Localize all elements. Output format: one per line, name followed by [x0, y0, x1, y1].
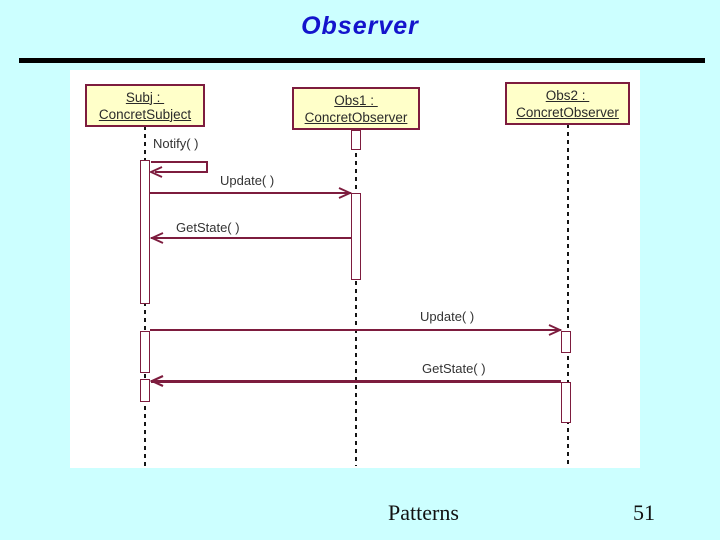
activation-bar-subj-2 [140, 331, 150, 373]
message-label-getstate2: GetState( ) [422, 361, 486, 376]
object-box-subj: Subj : ConcretSubject [85, 84, 205, 127]
activation-bar-obs2-1 [561, 331, 571, 353]
object-class: ConcretObserver [304, 109, 408, 125]
arrowhead-left-icon [150, 374, 164, 388]
object-name: Obs1 : [334, 92, 378, 108]
message-label-update2: Update( ) [420, 309, 475, 324]
object-name: Obs2 : [545, 87, 590, 103]
page-number: 51 [633, 500, 655, 525]
activation-bar-obs2-2 [561, 382, 571, 423]
message-line-update2 [150, 329, 561, 331]
arrowhead-left-icon [150, 232, 164, 244]
page-title: Observer [301, 12, 419, 40]
activation-bar-subj-3 [140, 379, 150, 402]
object-box-obs1: Obs1 : ConcretObserver [292, 87, 420, 130]
message-line-getstate1 [151, 237, 351, 239]
lifeline-obs2 [567, 124, 569, 466]
self-message-line-top [151, 161, 208, 163]
lifeline-obs1 [355, 129, 357, 466]
activation-bar-obs1-head [351, 130, 361, 150]
message-label-getstate1: GetState( ) [176, 220, 240, 235]
activation-bar-obs1-1 [351, 193, 361, 280]
title-divider [19, 58, 705, 63]
message-line-getstate2 [151, 380, 561, 383]
arrowhead-left-icon [149, 166, 163, 178]
arrowhead-right-icon [338, 187, 352, 199]
message-label-notify: Notify( ) [153, 136, 199, 151]
sequence-diagram-panel: Subj : ConcretSubject Obs1 : ConcretObse… [70, 70, 640, 468]
footer-label: Patterns [388, 500, 459, 525]
message-label-update1: Update( ) [220, 173, 275, 188]
arrowhead-right-icon [548, 324, 562, 336]
self-message-line-bottom [155, 171, 208, 173]
activation-bar-subj-1 [140, 160, 150, 304]
message-line-update1 [150, 192, 351, 194]
object-class: ConcretSubject [98, 106, 192, 122]
object-box-obs2: Obs2 : ConcretObserver [505, 82, 630, 125]
object-name: Subj : [125, 89, 165, 105]
self-message-line-right [206, 161, 208, 173]
object-class: ConcretObserver [516, 104, 619, 120]
